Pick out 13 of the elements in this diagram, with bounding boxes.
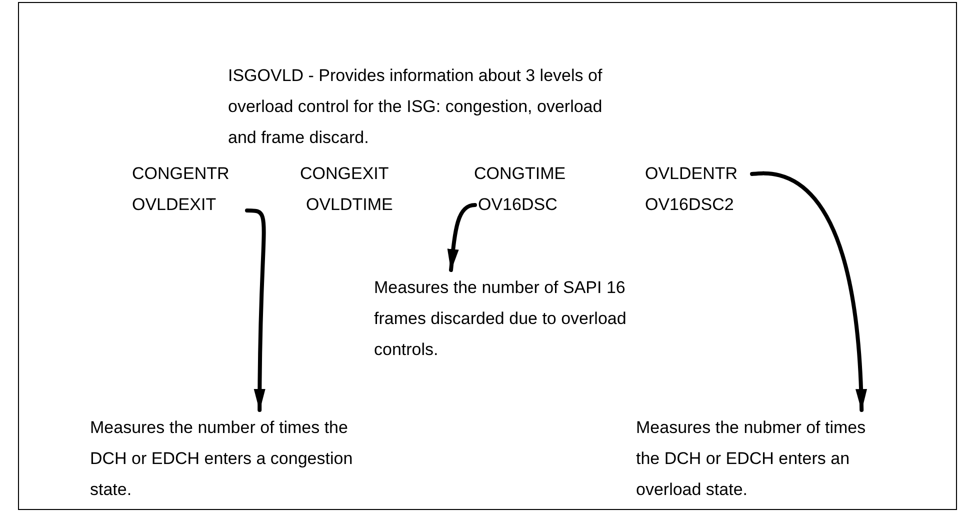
counter-name: CONGTIME: [474, 163, 567, 185]
description-text: Measures the nubmer of times the DCH or EDCH enters an overload state.: [636, 417, 867, 501]
counter-name: OV16DSC: [478, 194, 558, 216]
description-text: Measures the number of times the DCH or EDCH enters a congestion state.: [90, 417, 354, 501]
counter-name: CONGEXIT: [300, 163, 390, 185]
counter-name: OV16DSC2: [645, 194, 735, 216]
counter-name: OVLDENTR: [645, 163, 739, 185]
title-text: ISGOVLD - Provides information about 3 levels of overload control for the ISG: congestion, overload and frame discard.: [228, 65, 604, 149]
curved-arrow: [750, 171, 866, 412]
description-text: Measures the number of SAPI 16 frames discarded due to overload controls.: [374, 277, 628, 361]
counter-name: CONGENTR: [132, 163, 230, 185]
counter-name: OVLDTIME: [306, 194, 394, 216]
counter-name: OVLDEXIT: [132, 194, 218, 216]
